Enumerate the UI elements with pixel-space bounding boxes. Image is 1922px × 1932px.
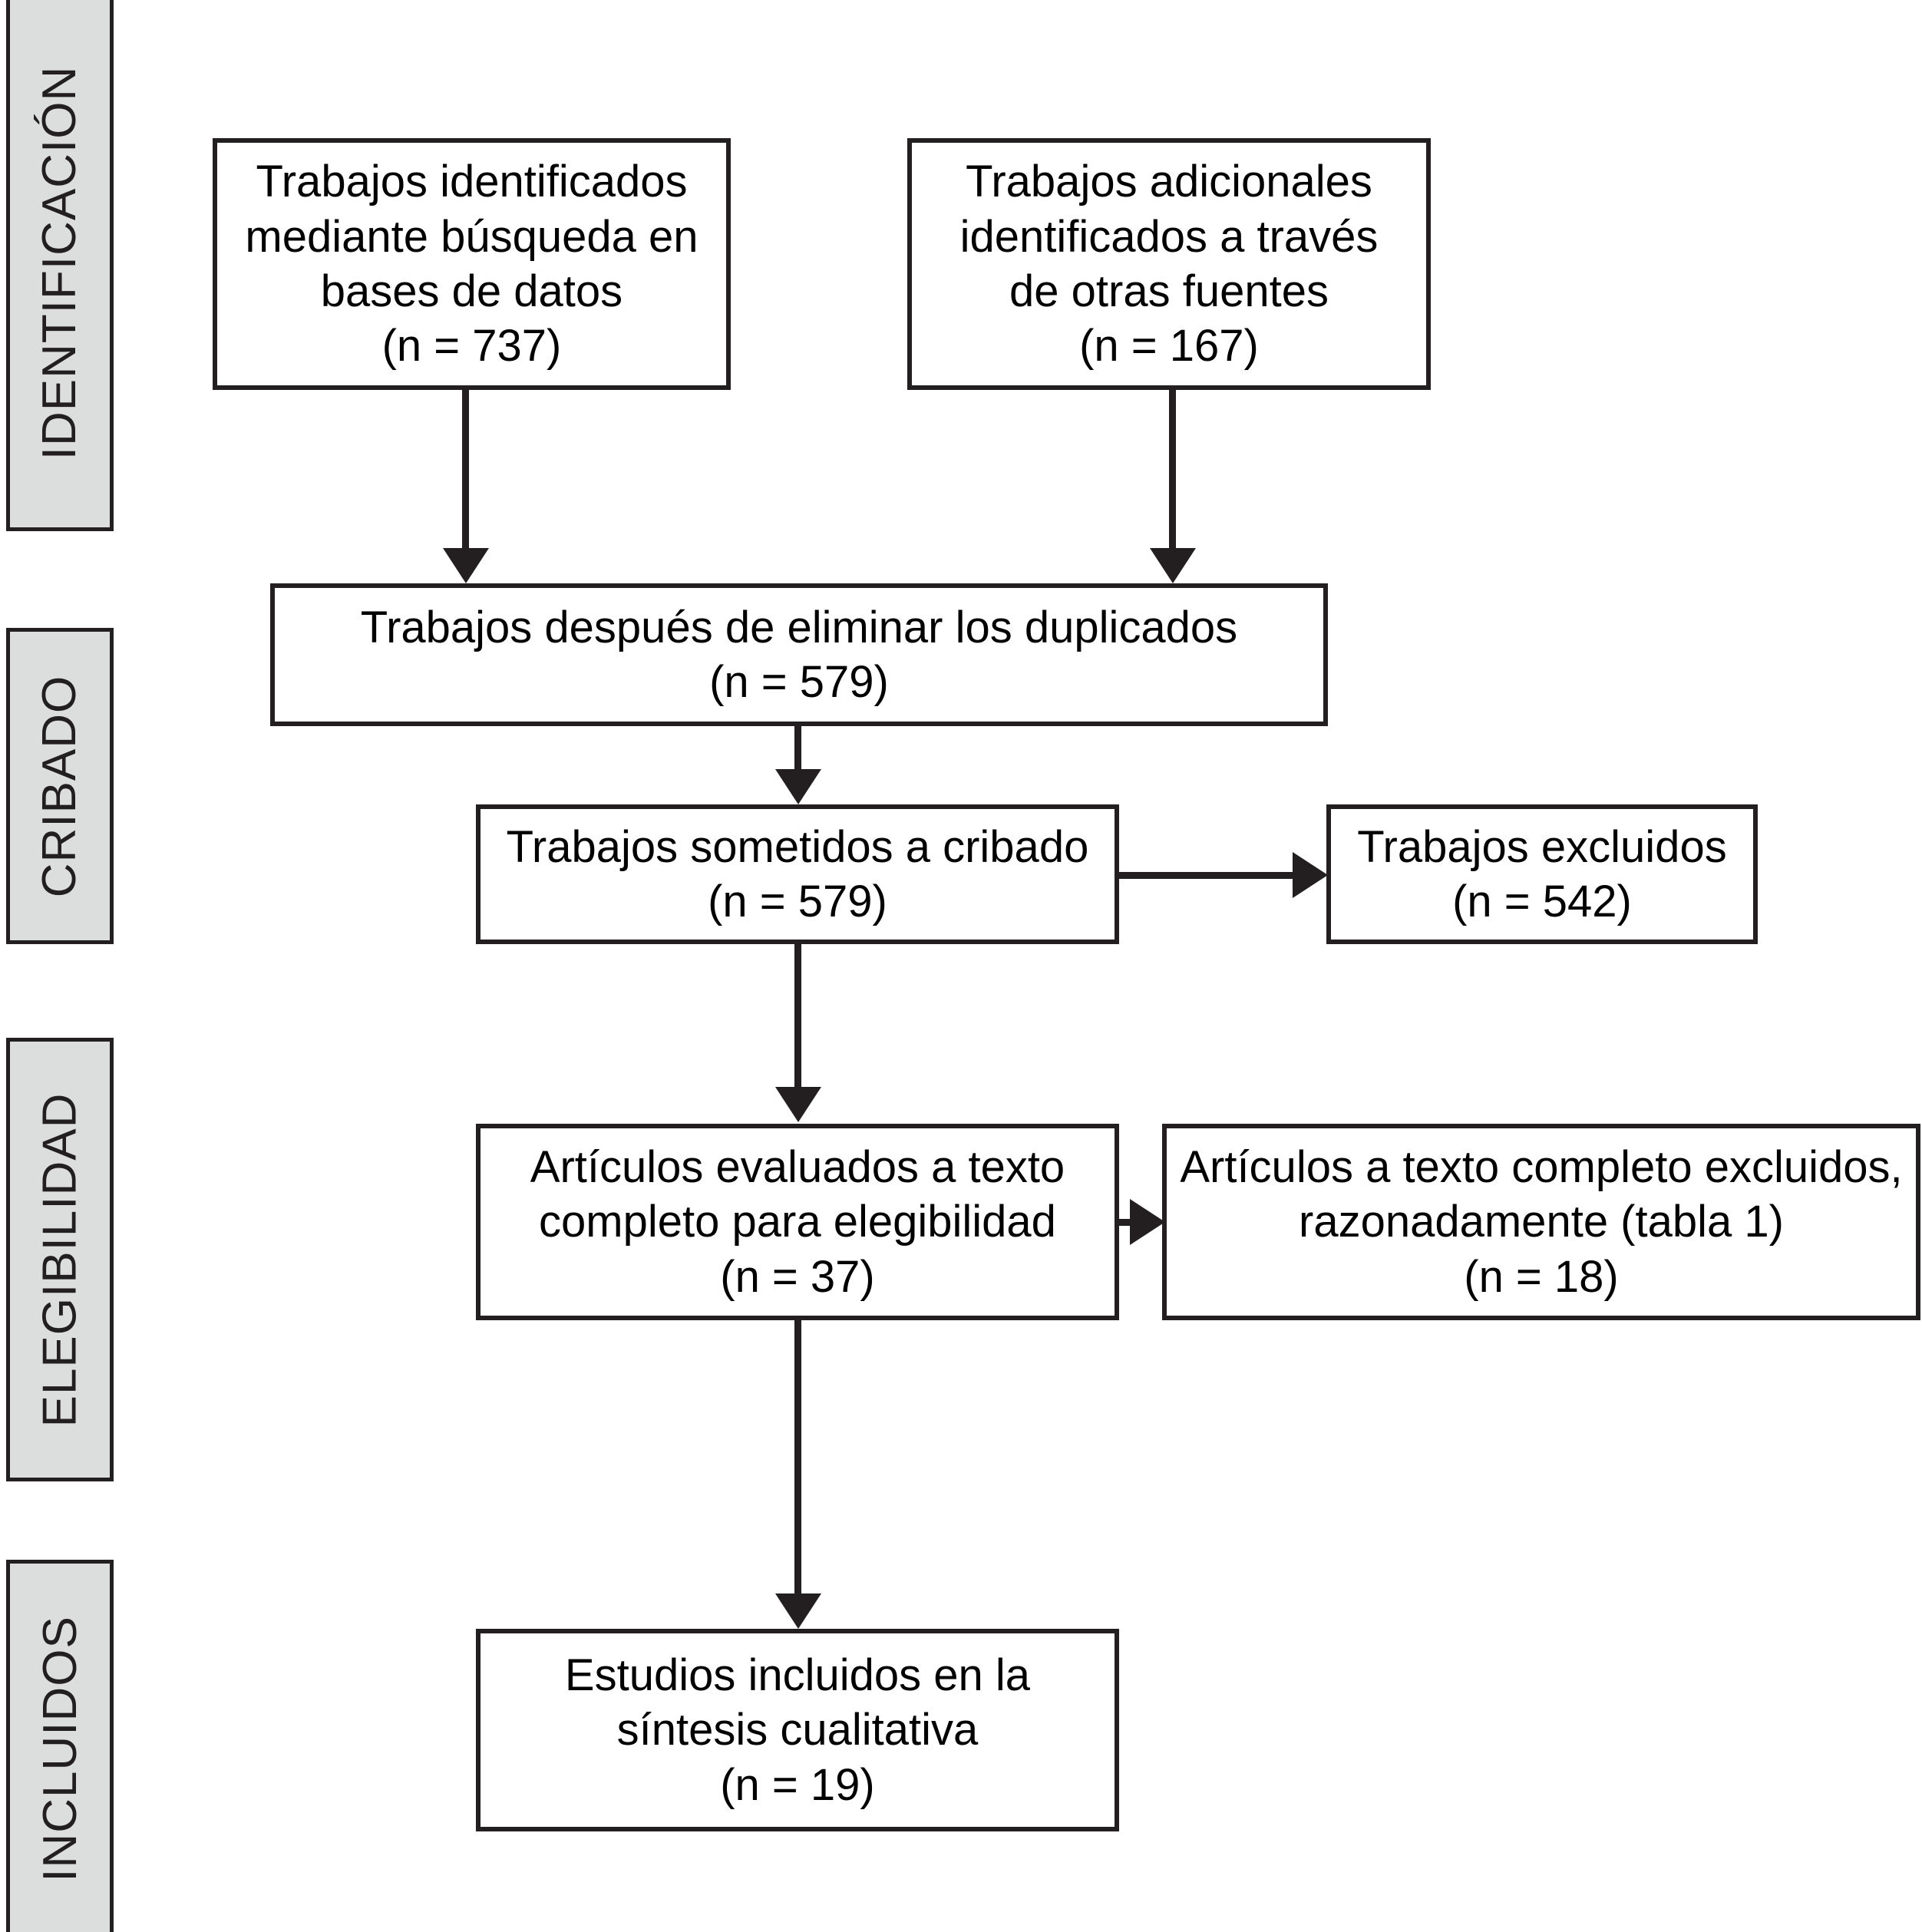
- box-db-search-text: Trabajos identificados mediante búsqueda…: [245, 157, 698, 372]
- box-other-sources-text: Trabajos adicionales identificados a tra…: [959, 157, 1379, 372]
- stage-label-cribado-text: CRIBADO: [33, 675, 87, 897]
- box-after-duplicates: Trabajos después de eliminar los duplica…: [270, 583, 1328, 726]
- box-included-qualitative-text: Estudios incluidos en la síntesis cualit…: [564, 1650, 1031, 1810]
- stage-label-elegibilidad: ELEGIBILIDAD: [6, 1038, 114, 1481]
- box-fulltext-excluded: Artículos a texto completo excluidos, ra…: [1162, 1124, 1920, 1320]
- stage-label-incluidos-text: INCLUIDOS: [33, 1615, 87, 1882]
- box-db-search: Trabajos identificados mediante búsqueda…: [213, 138, 731, 390]
- box-included-qualitative: Estudios incluidos en la síntesis cualit…: [476, 1629, 1119, 1831]
- stage-label-incluidos: INCLUIDOS: [6, 1560, 114, 1932]
- box-fulltext-assessed-text: Artículos evaluados a texto completo par…: [530, 1142, 1065, 1302]
- box-excluded-text: Trabajos excluidos (n = 542): [1357, 821, 1727, 926]
- box-excluded: Trabajos excluidos (n = 542): [1326, 804, 1758, 944]
- box-after-duplicates-text: Trabajos después de eliminar los duplica…: [360, 602, 1238, 707]
- box-screened-text: Trabajos sometidos a cribado (n = 579): [506, 821, 1089, 926]
- box-fulltext-assessed: Artículos evaluados a texto completo par…: [476, 1124, 1119, 1320]
- stage-label-identificacion-text: IDENTIFICACIÓN: [33, 65, 87, 460]
- box-fulltext-excluded-text: Artículos a texto completo excluidos, ra…: [1180, 1142, 1903, 1302]
- stage-label-identificacion: IDENTIFICACIÓN: [6, 0, 114, 531]
- stage-label-cribado: CRIBADO: [6, 628, 114, 944]
- box-screened: Trabajos sometidos a cribado (n = 579): [476, 804, 1119, 944]
- stage-label-elegibilidad-text: ELEGIBILIDAD: [33, 1092, 87, 1427]
- box-other-sources: Trabajos adicionales identificados a tra…: [907, 138, 1431, 390]
